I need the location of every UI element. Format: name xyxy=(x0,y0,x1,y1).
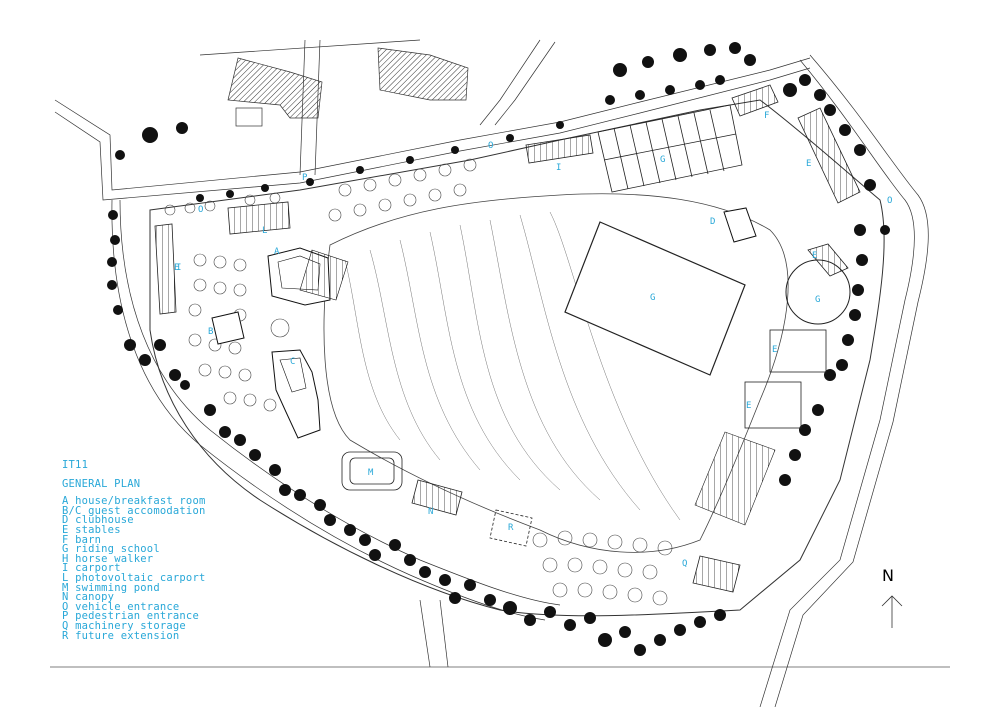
map-label-G3: G xyxy=(815,295,820,305)
legend-item: P pedestrian entrance xyxy=(62,610,206,623)
map-label-R: R xyxy=(508,523,514,533)
canopy xyxy=(411,479,463,516)
north-arrow: N xyxy=(876,566,908,636)
legend-text: house/breakfast room xyxy=(75,495,206,508)
neighbour-buildings xyxy=(227,47,469,127)
map-label-E1: E xyxy=(806,159,811,169)
contour-lines xyxy=(344,211,681,521)
orchard-west xyxy=(188,253,277,412)
legend-text: photovoltaic carport xyxy=(75,571,206,584)
legend-text: swimming pond xyxy=(75,581,160,594)
legend-item: G riding school xyxy=(62,543,206,556)
map-label-M: M xyxy=(368,468,374,478)
legend-key: O xyxy=(62,600,69,613)
legend-item: A house/breakfast room xyxy=(62,495,206,508)
map-label-L: L xyxy=(262,226,267,236)
legend-text: machinery storage xyxy=(75,619,186,632)
drawing-title: GENERAL PLAN xyxy=(62,477,141,490)
legend-text: stables xyxy=(75,523,121,536)
legend-key: G xyxy=(62,543,69,556)
legend-item: M swimming pond xyxy=(62,581,206,594)
map-label-E5: E xyxy=(174,263,179,273)
legend-key: D xyxy=(62,514,69,527)
map-label-O3: O xyxy=(887,196,892,206)
legend-item: I carport xyxy=(62,562,206,575)
stables xyxy=(154,107,861,429)
map-label-E3: E xyxy=(772,345,777,355)
map-label-G1: G xyxy=(660,155,665,165)
legend-key: I xyxy=(62,562,69,575)
legend-item: R future extension xyxy=(62,629,206,642)
legend-key: B/C xyxy=(62,504,82,517)
map-label-C: C xyxy=(290,357,295,367)
photovoltaic-arrays xyxy=(694,431,776,526)
map-label-I1: I xyxy=(556,163,561,173)
planted-trees-north xyxy=(164,158,477,222)
boundary-trees xyxy=(107,42,890,656)
legend-item: D clubhouse xyxy=(62,514,206,527)
legend: IT11 GENERAL PLAN A house/breakfast room… xyxy=(62,459,206,642)
riding-arena xyxy=(564,221,746,376)
legend-item: O vehicle entrance xyxy=(62,600,206,613)
legend-item: E stables xyxy=(62,523,206,536)
north-letter: N xyxy=(882,566,894,585)
legend-item: B/C guest accomodation xyxy=(62,504,206,517)
legend-item: F barn xyxy=(62,533,206,546)
map-label-F: F xyxy=(764,111,769,121)
map-label-D: D xyxy=(710,217,715,227)
map-label-N: N xyxy=(428,507,433,517)
legend-text: guest accomodation xyxy=(88,504,206,517)
legend-key: M xyxy=(62,581,69,594)
north-arrow-icon xyxy=(881,595,903,628)
machinery-storage xyxy=(692,555,741,593)
legend-item: H horse walker xyxy=(62,552,206,565)
orchard-south xyxy=(532,530,673,606)
swimming-pond xyxy=(341,451,403,491)
legend-key: L xyxy=(62,571,69,584)
legend-text: barn xyxy=(75,533,102,546)
legend-item: Q machinery storage xyxy=(62,619,206,632)
legend-key: F xyxy=(62,533,69,546)
legend-text: canopy xyxy=(75,591,115,604)
legend-text: carport xyxy=(75,562,121,575)
courtyard xyxy=(270,318,290,338)
future-extension xyxy=(489,509,533,547)
legend-text: horse walker xyxy=(75,552,154,565)
legend-text: clubhouse xyxy=(75,514,134,527)
legend-key: H xyxy=(62,552,69,565)
map-label-E4: E xyxy=(746,401,751,411)
legend-key: Q xyxy=(62,619,69,632)
map-label-G2: G xyxy=(650,293,655,303)
map-label-O1: O xyxy=(198,205,203,215)
drawing-code: IT11 xyxy=(62,459,89,471)
legend-key: R xyxy=(62,629,69,642)
site-boundary xyxy=(149,99,885,617)
legend-text: riding school xyxy=(75,543,160,556)
legend-key: P xyxy=(62,610,69,623)
map-label-O2: O xyxy=(488,141,493,151)
map-label-I2: I xyxy=(176,263,181,273)
riding-school-covered xyxy=(597,104,743,193)
map-label-Q: Q xyxy=(682,559,687,569)
legend-text: vehicle entrance xyxy=(75,600,180,613)
map-label-P: P xyxy=(302,173,308,183)
map-label-E2: E xyxy=(812,251,817,261)
legend-key: A xyxy=(62,495,69,508)
map-label-B: B xyxy=(208,327,213,337)
legend-item: N canopy xyxy=(62,591,206,604)
legend-key: E xyxy=(62,523,69,536)
map-labels: A B C D E E E E E F G G G I I L M N O O … xyxy=(174,111,892,569)
carports xyxy=(227,134,594,235)
legend-key: N xyxy=(62,591,69,604)
main-buildings xyxy=(211,207,757,439)
legend-text: future extension xyxy=(75,629,180,642)
map-label-A: A xyxy=(274,247,280,257)
legend-text: pedestrian entrance xyxy=(75,610,199,623)
legend-item: L photovoltaic carport xyxy=(62,571,206,584)
barn xyxy=(731,84,779,117)
